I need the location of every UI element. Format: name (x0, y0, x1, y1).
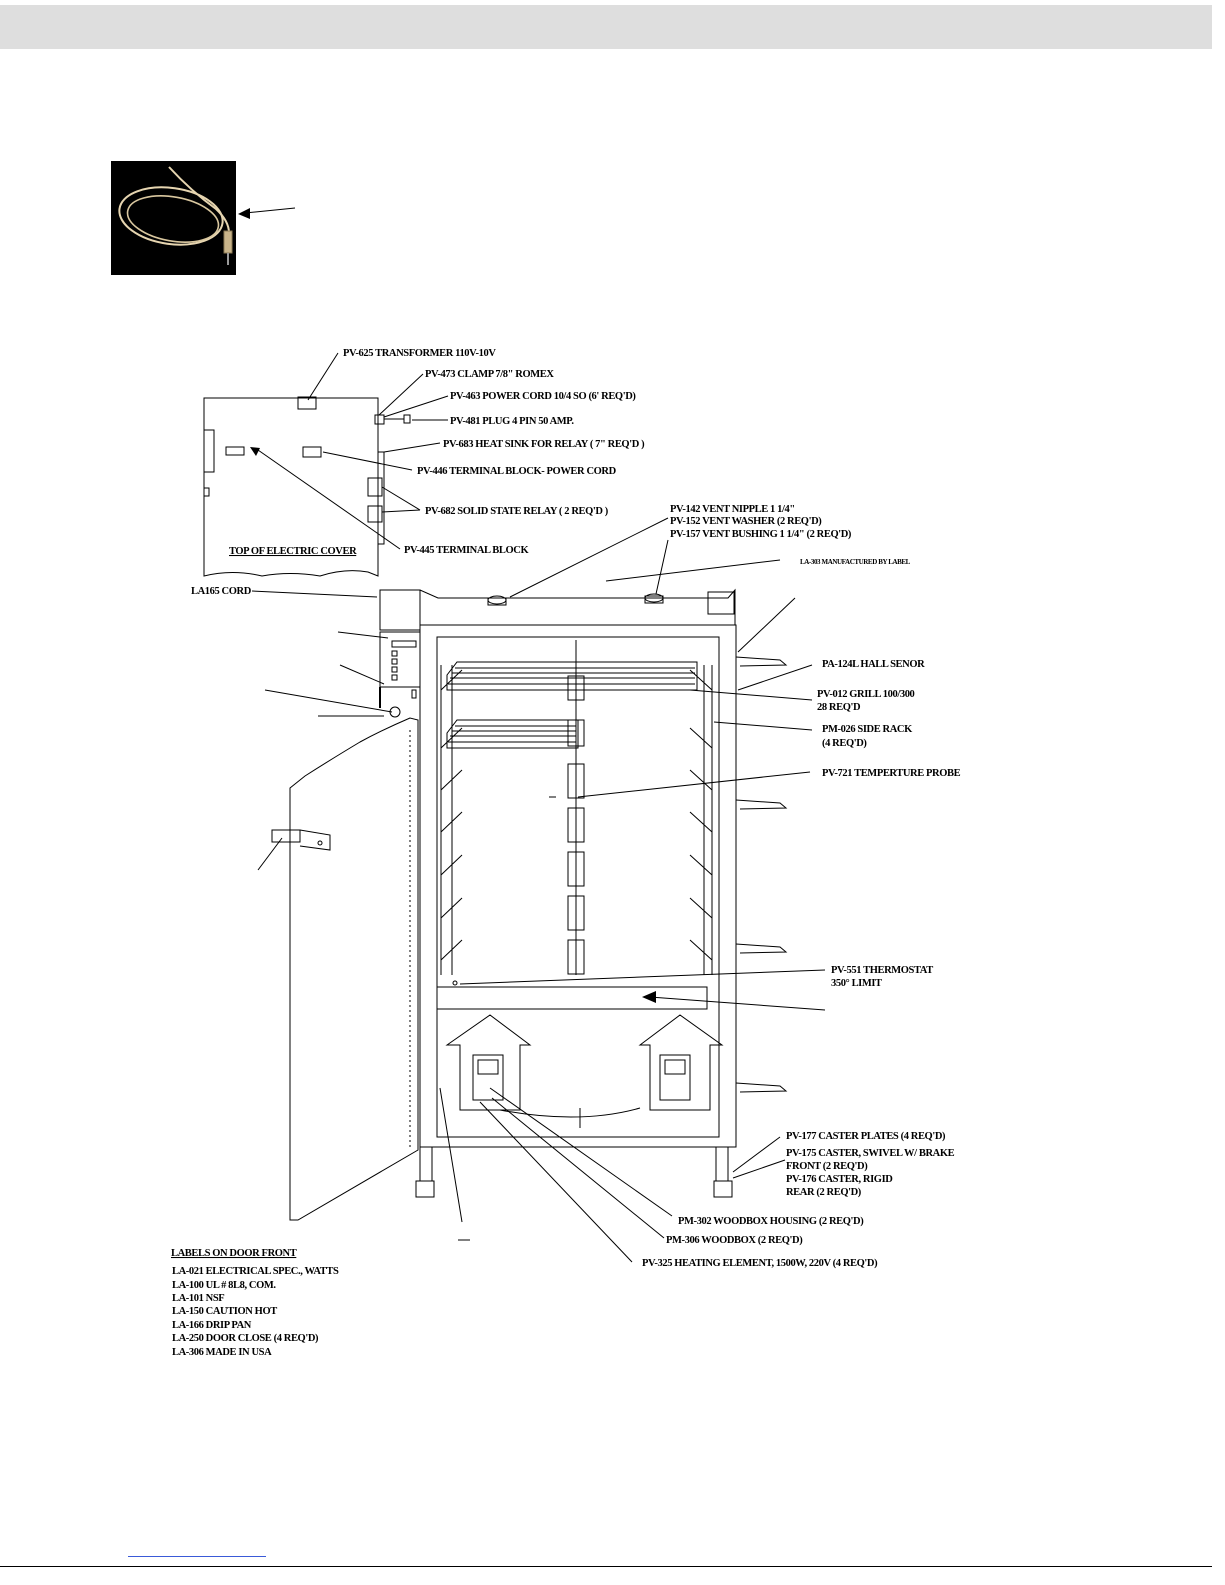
label-grill-1: PV-012 GRILL 100/300 (817, 689, 915, 700)
label-transformer: PV-625 TRANSFORMER 110V-10V (343, 348, 496, 359)
label-heat-sink: PV-683 HEAT SINK FOR RELAY ( 7" REQ'D ) (443, 439, 645, 450)
label-plug: PV-481 PLUG 4 PIN 50 AMP. (450, 416, 574, 427)
label-terminal-block: PV-445 TERMINAL BLOCK (404, 545, 529, 556)
label-cord: LA165 CORD (191, 586, 252, 597)
probe-wire-illustration (118, 166, 233, 265)
label-vent-washer: PV-152 VENT WASHER (2 REQ'D) (670, 516, 822, 527)
electric-cover-inset (203, 352, 449, 577)
label-vent-nipple: PV-142 VENT NIPPLE 1 1/4" (670, 504, 795, 515)
smoker-cabinet (379, 588, 788, 1198)
label-top-of-electric-cover: TOP OF ELECTRIC COVER (229, 546, 357, 557)
temperature-probe-photo (111, 161, 236, 275)
label-caster-rigid-2: REAR (2 REQ'D) (786, 1187, 862, 1198)
label-vent-bushing: PV-157 VENT BUSHING 1 1/4" (2 REQ'D) (670, 529, 852, 540)
photo-callout-arrow (238, 207, 296, 219)
label-side-rack-1: PM-026 SIDE RACK (822, 724, 913, 735)
door-label-item: LA-101 NSF (172, 1293, 224, 1304)
footer-link-underline[interactable] (128, 1556, 266, 1557)
label-woodbox: PM-306 WOODBOX (2 REQ'D) (666, 1235, 803, 1246)
footer-divider (0, 1566, 1212, 1567)
door-label-item: LA-021 ELECTRICAL SPEC., WATTS (172, 1266, 339, 1277)
label-thermostat-1: PV-551 THERMOSTAT (831, 965, 933, 976)
smoker-door (271, 717, 419, 1221)
label-hall-sensor: PA-124L HALL SENOR (822, 659, 925, 670)
label-caster-swivel-1: PV-175 CASTER, SWIVEL W/ BRAKE (786, 1148, 955, 1159)
door-label-item: LA-150 CAUTION HOT (172, 1306, 277, 1317)
label-grill-2: 28 REQ'D (817, 702, 861, 713)
label-power-cord: PV-463 POWER CORD 10/4 SO (6' REQ'D) (450, 391, 636, 402)
label-manufactured-by: LA-303 MANUFACTURED BY LABEL (800, 558, 911, 566)
main-leader-lines (251, 517, 826, 1263)
label-thermostat-2: 350° LIMIT (831, 978, 882, 989)
door-label-item: LA-250 DOOR CLOSE (4 REQ'D) (172, 1333, 319, 1344)
label-heating-element: PV-325 HEATING ELEMENT, 1500W, 220V (4 R… (642, 1258, 878, 1269)
door-label-item: LA-306 MADE IN USA (172, 1347, 272, 1358)
door-labels-heading: LABELS ON DOOR FRONT (171, 1248, 297, 1259)
label-caster-swivel-2: FRONT (2 REQ'D) (786, 1161, 868, 1172)
label-side-rack-2: (4 REQ'D) (822, 738, 867, 749)
label-temperature-probe: PV-721 TEMPERTURE PROBE (822, 768, 961, 779)
door-label-item: LA-100 UL # 8L8, COM. (172, 1280, 276, 1291)
label-caster-plates: PV-177 CASTER PLATES (4 REQ'D) (786, 1131, 946, 1142)
door-label-item: LA-166 DRIP PAN (172, 1320, 252, 1331)
header-bar (0, 5, 1212, 49)
label-solid-state-relay: PV-682 SOLID STATE RELAY ( 2 REQ'D ) (425, 506, 609, 517)
label-clamp: PV-473 CLAMP 7/8" ROMEX (425, 369, 554, 380)
label-caster-rigid-1: PV-176 CASTER, RIGID (786, 1174, 893, 1185)
label-woodbox-housing: PM-302 WOODBOX HOUSING (2 REQ'D) (678, 1216, 864, 1227)
label-terminal-block-power: PV-446 TERMINAL BLOCK- POWER CORD (417, 466, 617, 477)
